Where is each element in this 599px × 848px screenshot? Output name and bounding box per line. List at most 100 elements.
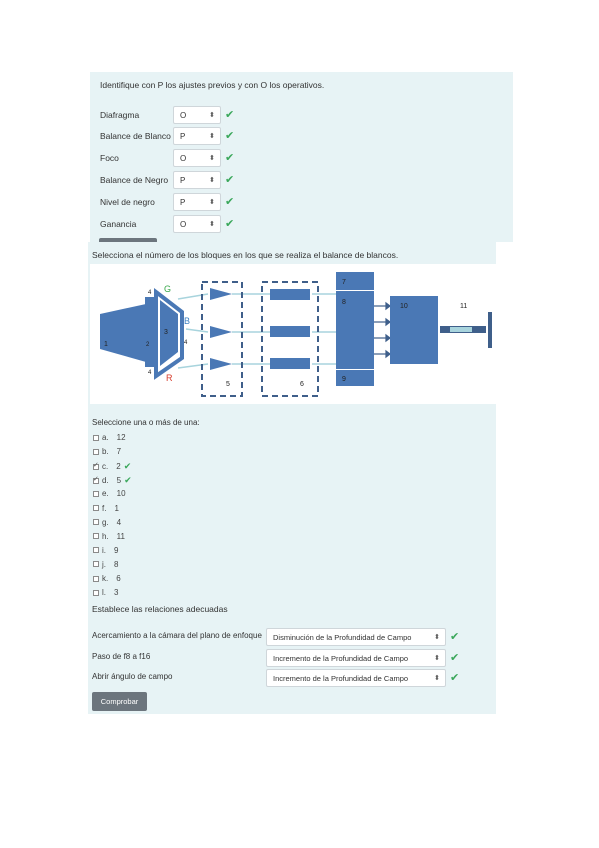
option-item[interactable]: c. 2 ✔	[93, 461, 131, 472]
block-2	[145, 297, 154, 367]
block-8	[336, 291, 374, 369]
instruction-relaciones: Establece las relaciones adecuadas	[92, 604, 228, 614]
camera-block-diagram: 1 2 3 4 4 4 G B R 5 6 7 8 9	[90, 264, 496, 404]
comprobar-button[interactable]: Comprobar	[92, 692, 147, 711]
option-text: 6	[116, 574, 121, 583]
option-letter: e.	[102, 489, 109, 499]
label-2: 2	[146, 342, 150, 348]
checkbox[interactable]	[93, 475, 99, 484]
select-arrow-icon: ⬍	[209, 155, 215, 162]
option-text: 9	[114, 545, 119, 555]
check-icon: ✔	[225, 152, 235, 164]
question-panel-ajustes	[90, 72, 513, 242]
checkbox[interactable]	[93, 490, 99, 497]
checkbox[interactable]	[93, 533, 99, 540]
select-arrow-icon: ⬍	[434, 655, 440, 662]
ajuste-label: Foco	[100, 153, 119, 163]
option-letter: i.	[102, 545, 106, 555]
block-3	[160, 300, 178, 366]
ajuste-select[interactable]: P ⬍	[173, 171, 221, 189]
option-item[interactable]: i. 9	[93, 546, 118, 555]
block-10	[390, 296, 438, 364]
connector	[488, 312, 492, 348]
option-item[interactable]: g. 4	[93, 518, 121, 527]
relacion-select-value: Incremento de la Profundidad de Campo	[273, 673, 409, 683]
label-4-bot: 4	[148, 370, 152, 376]
checkbox[interactable]	[93, 505, 99, 511]
ajuste-select-value: O	[180, 110, 187, 120]
checkbox[interactable]	[93, 434, 99, 441]
select-arrow-icon: ⬍	[209, 112, 215, 119]
checkbox[interactable]	[93, 461, 99, 470]
label-10: 10	[400, 303, 408, 310]
option-text: 3	[114, 588, 119, 598]
ajuste-select-value: P	[180, 197, 186, 207]
ajuste-select[interactable]: P ⬍	[173, 193, 221, 211]
ajuste-select[interactable]: P ⬍	[173, 127, 221, 145]
block-5-box	[201, 281, 243, 397]
ajuste-select-value: P	[180, 131, 186, 141]
ajuste-select[interactable]: O ⬍	[173, 149, 221, 167]
checkbox[interactable]	[93, 448, 99, 455]
ajuste-label: Balance de Negro	[100, 175, 169, 185]
block-1	[100, 304, 146, 362]
checkbox[interactable]	[93, 589, 99, 596]
amp-g	[210, 288, 232, 300]
option-item[interactable]: k. 6	[93, 574, 121, 583]
amp-r	[210, 358, 232, 370]
option-letter: h.	[102, 531, 109, 541]
relacion-label: Acercamiento a la cámara del plano de en…	[92, 631, 262, 640]
ajuste-select[interactable]: O ⬍	[173, 215, 221, 233]
label-8: 8	[342, 299, 346, 306]
label-11: 11	[460, 303, 467, 310]
amp-b	[210, 326, 232, 338]
option-text: 12	[116, 433, 126, 442]
option-letter: f.	[102, 503, 107, 513]
option-item[interactable]: l. 3	[93, 588, 118, 597]
select-arrow-icon: ⬍	[209, 177, 215, 184]
label-r: R	[166, 373, 173, 383]
check-icon: ✔	[225, 218, 235, 230]
check-icon: ✔	[123, 461, 132, 472]
option-item[interactable]: e. 10	[93, 489, 126, 498]
label-4-top: 4	[148, 290, 152, 296]
option-item[interactable]: a. 12	[93, 433, 126, 442]
relacion-select[interactable]: Incremento de la Profundidad de Campo ⬍	[266, 649, 446, 667]
check-icon: ✔	[225, 174, 235, 186]
option-item[interactable]: f. 1	[93, 504, 119, 513]
proc-g	[270, 289, 310, 300]
checkbox[interactable]	[93, 575, 99, 582]
relacion-select[interactable]: Incremento de la Profundidad de Campo ⬍	[266, 669, 446, 687]
label-g: G	[164, 284, 171, 294]
checkbox[interactable]	[93, 519, 99, 526]
checkbox[interactable]	[93, 547, 99, 554]
option-letter: k.	[102, 574, 109, 583]
block-6-box	[261, 281, 319, 397]
label-3: 3	[164, 329, 168, 336]
ajuste-select[interactable]: O ⬍	[173, 106, 221, 124]
option-item[interactable]: h. 11	[93, 532, 125, 541]
check-icon: ✔	[225, 130, 235, 142]
relacion-select[interactable]: Disminución de la Profundidad de Campo ⬍	[266, 628, 446, 646]
check-icon: ✔	[450, 652, 460, 664]
check-icon: ✔	[450, 672, 460, 684]
checkbox[interactable]	[93, 561, 99, 568]
select-prompt: Seleccione una o más de una:	[92, 418, 200, 427]
option-item[interactable]: d. 5 ✔	[93, 475, 132, 486]
option-letter: g.	[102, 517, 109, 527]
check-icon: ✔	[450, 631, 460, 643]
check-icon: ✔	[225, 196, 235, 208]
ajuste-select-value: O	[180, 219, 187, 229]
instruction-ajustes: Identifique con P los ajustes previos y …	[100, 80, 325, 90]
label-4-mid: 4	[184, 340, 188, 346]
partial-button-strip	[99, 238, 157, 242]
select-arrow-icon: ⬍	[434, 675, 440, 682]
option-item[interactable]: b. 7	[93, 447, 121, 456]
check-icon: ✔	[225, 109, 235, 121]
relacion-label: Abrir ángulo de campo	[92, 672, 173, 681]
ajuste-label: Nivel de negro	[100, 197, 155, 207]
relacion-label: Paso de f8 a f16	[92, 652, 151, 661]
option-letter: l.	[102, 588, 106, 598]
relacion-select-value: Incremento de la Profundidad de Campo	[273, 653, 409, 663]
option-item[interactable]: j. 8	[93, 560, 118, 569]
